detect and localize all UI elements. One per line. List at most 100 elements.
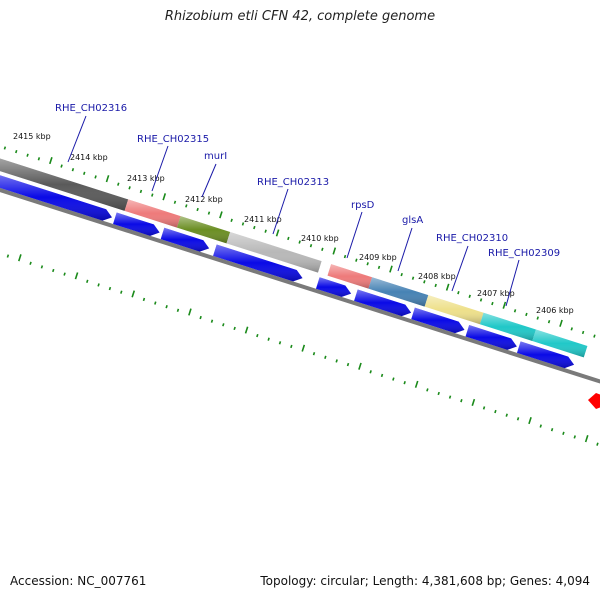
outer-tick bbox=[139, 189, 143, 194]
inner-tick bbox=[233, 326, 236, 331]
gene-label-rhe_ch02315[interactable]: RHE_CH02315 bbox=[137, 134, 209, 145]
outer-tick bbox=[298, 240, 301, 244]
cds-arrow-shade bbox=[113, 212, 160, 236]
outer-tick bbox=[343, 254, 347, 259]
inner-tick bbox=[414, 380, 419, 388]
gene-label-glsa[interactable]: glsA bbox=[402, 215, 423, 226]
inner-tick bbox=[222, 323, 225, 327]
gene-label-rhe_ch02309[interactable]: RHE_CH02309 bbox=[488, 248, 560, 259]
outer-tick bbox=[513, 309, 517, 313]
inner-tick bbox=[346, 362, 350, 367]
inner-tick bbox=[29, 261, 32, 265]
gene-bar-shade bbox=[424, 295, 484, 325]
gene-bar-shade bbox=[176, 216, 231, 244]
inner-tick bbox=[165, 305, 168, 309]
gene-leader-line bbox=[151, 145, 169, 192]
outer-tick bbox=[196, 207, 199, 212]
inner-tick bbox=[437, 391, 440, 396]
outer-tick bbox=[423, 280, 426, 284]
inner-tick bbox=[176, 308, 180, 312]
outer-tick bbox=[445, 283, 450, 291]
outer-tick bbox=[264, 229, 267, 233]
outer-tick bbox=[309, 244, 313, 248]
gene-bar-shade bbox=[226, 231, 322, 273]
kbp-label: 2411 kbp bbox=[244, 215, 282, 224]
outer-tick bbox=[49, 156, 53, 165]
inner-tick bbox=[199, 315, 202, 320]
inner-tick bbox=[539, 424, 542, 428]
inner-tick bbox=[403, 380, 406, 385]
inner-tick bbox=[6, 254, 10, 258]
inner-tick bbox=[52, 268, 55, 273]
kbp-label: 2408 kbp bbox=[418, 272, 456, 281]
outer-tick bbox=[83, 171, 86, 175]
outer-tick bbox=[185, 204, 188, 208]
gene-label-rhe_ch02313[interactable]: RHE_CH02313 bbox=[257, 177, 329, 188]
inner-tick bbox=[516, 417, 520, 421]
genome-title: Rhizobium etli CFN 42, complete genome bbox=[164, 9, 436, 24]
outer-tick bbox=[275, 229, 280, 237]
outer-tick bbox=[321, 247, 324, 251]
gene-leader-line bbox=[505, 259, 520, 307]
outer-tick bbox=[128, 186, 131, 190]
position-marker bbox=[588, 393, 600, 409]
inner-tick bbox=[584, 435, 589, 443]
outer-tick bbox=[219, 211, 223, 219]
inner-tick bbox=[392, 377, 395, 381]
outer-tick bbox=[366, 262, 369, 266]
gene-leader-line bbox=[451, 245, 469, 292]
outer-tick bbox=[241, 222, 245, 226]
gene-label-muri[interactable]: murI bbox=[204, 151, 227, 162]
outer-tick bbox=[173, 200, 177, 204]
inner-tick bbox=[460, 399, 463, 403]
inner-tick bbox=[528, 416, 532, 425]
outer-tick bbox=[547, 319, 551, 324]
inner-tick bbox=[380, 373, 384, 378]
outer-tick bbox=[411, 276, 415, 280]
inner-tick bbox=[86, 279, 89, 284]
inner-tick bbox=[482, 406, 486, 410]
gene-label-rpsd[interactable]: rpsD bbox=[351, 200, 375, 211]
outer-tick bbox=[26, 153, 29, 157]
cds-arrow-shade bbox=[465, 325, 517, 350]
kbp-label: 2406 kbp bbox=[536, 306, 574, 315]
kbp-label: 2409 kbp bbox=[359, 253, 397, 262]
inner-tick bbox=[97, 283, 100, 287]
outer-tick bbox=[151, 193, 154, 197]
outer-tick bbox=[479, 298, 483, 302]
gene-label-rhe_ch02310[interactable]: RHE_CH02310 bbox=[436, 233, 508, 244]
outer-tick bbox=[253, 225, 256, 230]
inner-tick bbox=[301, 344, 306, 352]
outer-tick bbox=[525, 312, 528, 317]
outer-tick bbox=[502, 301, 507, 309]
kbp-label: 2412 kbp bbox=[185, 195, 223, 204]
inner-tick bbox=[278, 341, 282, 345]
inner-tick bbox=[505, 413, 508, 417]
outer-tick bbox=[468, 294, 471, 298]
outer-tick bbox=[94, 175, 97, 179]
outer-tick bbox=[491, 301, 494, 306]
gene-bar-shade bbox=[0, 158, 129, 211]
outer-tick bbox=[3, 146, 7, 150]
inner-tick bbox=[562, 431, 565, 435]
kbp-label: 2413 kbp bbox=[127, 174, 165, 183]
outer-tick bbox=[117, 182, 120, 186]
inner-tick bbox=[256, 333, 259, 338]
inner-tick bbox=[154, 301, 157, 305]
outer-tick bbox=[71, 168, 75, 172]
inner-tick bbox=[142, 297, 146, 302]
kbp-label: 2410 kbp bbox=[301, 234, 339, 243]
inner-tick bbox=[63, 272, 66, 276]
outer-tick bbox=[593, 334, 596, 338]
gene-label-rhe_ch02316[interactable]: RHE_CH02316 bbox=[55, 103, 127, 114]
cds-arrow-shade bbox=[315, 277, 352, 297]
outer-tick bbox=[230, 218, 233, 223]
inner-tick bbox=[188, 308, 192, 316]
outer-tick bbox=[570, 327, 573, 331]
outer-tick bbox=[162, 193, 167, 201]
topology-text: Topology: circular; Length: 4,381,608 bp… bbox=[260, 574, 590, 588]
gene-leader-line bbox=[201, 163, 217, 198]
